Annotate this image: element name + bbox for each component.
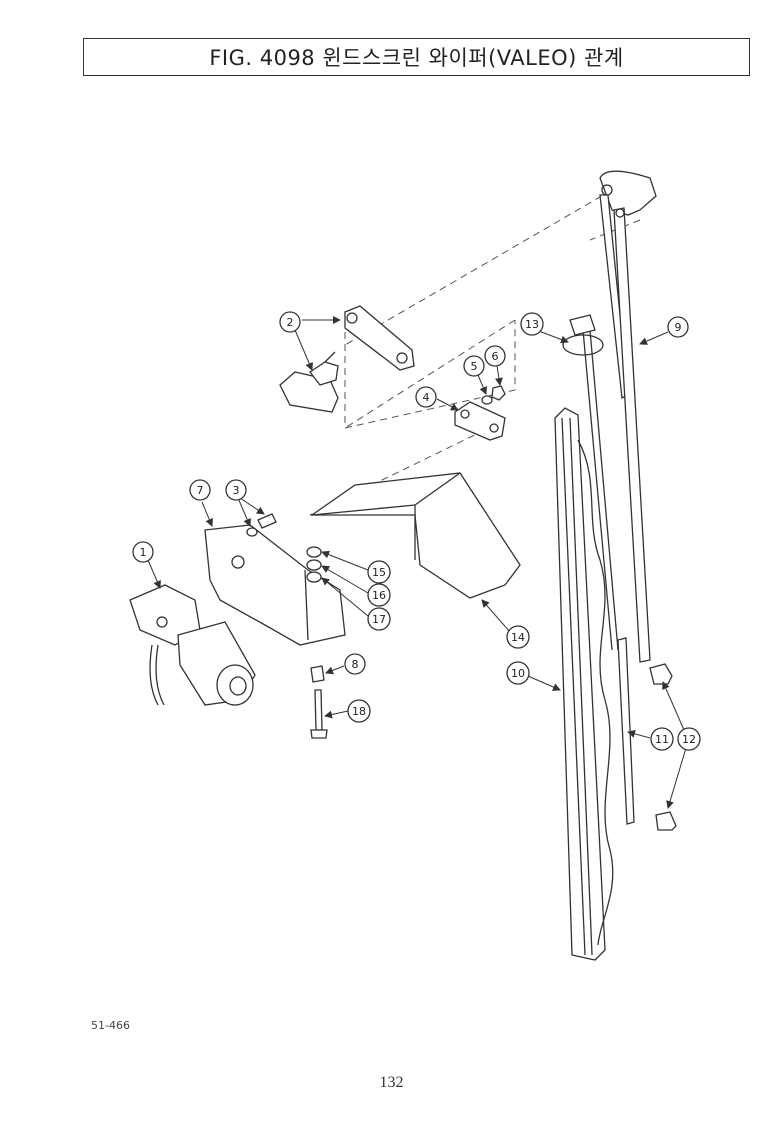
cover-plate	[309, 472, 521, 599]
callout-11: 11	[650, 727, 674, 751]
callout-8: 8	[344, 653, 366, 675]
callout-9-label: 9	[675, 321, 682, 334]
callout-7-label: 7	[197, 484, 204, 497]
callout-18: 18	[347, 699, 371, 723]
callout-leaders	[147, 316, 687, 809]
blade-refill	[617, 637, 635, 825]
linkage-crank	[344, 305, 415, 371]
page-number: 132	[379, 1074, 404, 1091]
callout-labels: 1 2 3 4 5 6 7 8	[132, 311, 701, 751]
figure-title: FIG. 4098 윈드스크린 와이퍼(VALEO) 관계	[209, 46, 624, 70]
callout-6-label: 6	[492, 350, 499, 363]
callout-15: 15	[367, 560, 391, 584]
callout-14-label: 14	[511, 631, 525, 644]
callout-12-label: 12	[682, 733, 696, 746]
callout-9: 9	[667, 316, 689, 338]
assembly-guide-lines	[309, 189, 641, 516]
clamp	[562, 314, 604, 356]
spindle-housing	[279, 351, 339, 413]
callout-1: 1	[132, 541, 154, 563]
callout-18-label: 18	[352, 705, 366, 718]
callout-17: 17	[367, 607, 391, 631]
callout-10-label: 10	[511, 667, 525, 680]
callout-1-label: 1	[140, 546, 147, 559]
callout-4-label: 4	[423, 391, 430, 404]
wiper-blade	[554, 329, 619, 961]
screw-washer	[246, 513, 277, 537]
callout-8-label: 8	[352, 658, 359, 671]
callout-12: 12	[677, 727, 701, 751]
callout-5-label: 5	[471, 360, 478, 373]
nut	[310, 665, 325, 683]
callout-3: 3	[225, 479, 247, 501]
end-caps	[649, 663, 677, 831]
mounting-bracket	[204, 524, 346, 646]
callout-5: 5	[463, 355, 485, 377]
washer-nut	[481, 385, 506, 405]
link-rod	[454, 401, 506, 441]
callout-7: 7	[189, 479, 211, 501]
callout-10: 10	[506, 661, 530, 685]
callout-17-label: 17	[372, 613, 386, 626]
callout-13-label: 13	[525, 318, 539, 331]
callout-13: 13	[520, 312, 544, 336]
wiper-motor	[129, 584, 256, 706]
figure-code: 51-466	[91, 1019, 130, 1032]
callout-3-label: 3	[233, 484, 240, 497]
callout-14: 14	[506, 625, 530, 649]
callout-2: 2	[279, 311, 301, 333]
figure-title-box: FIG. 4098 윈드스크린 와이퍼(VALEO) 관계	[83, 38, 750, 76]
callout-11-label: 11	[655, 733, 669, 746]
wiper-arm	[599, 170, 657, 663]
washer-stack	[306, 546, 322, 583]
callout-4: 4	[415, 386, 437, 408]
callout-6: 6	[484, 345, 506, 367]
callout-16-label: 16	[372, 589, 386, 602]
callout-2-label: 2	[287, 316, 294, 329]
callout-16: 16	[367, 583, 391, 607]
callout-15-label: 15	[372, 566, 386, 579]
bolt	[310, 689, 328, 739]
